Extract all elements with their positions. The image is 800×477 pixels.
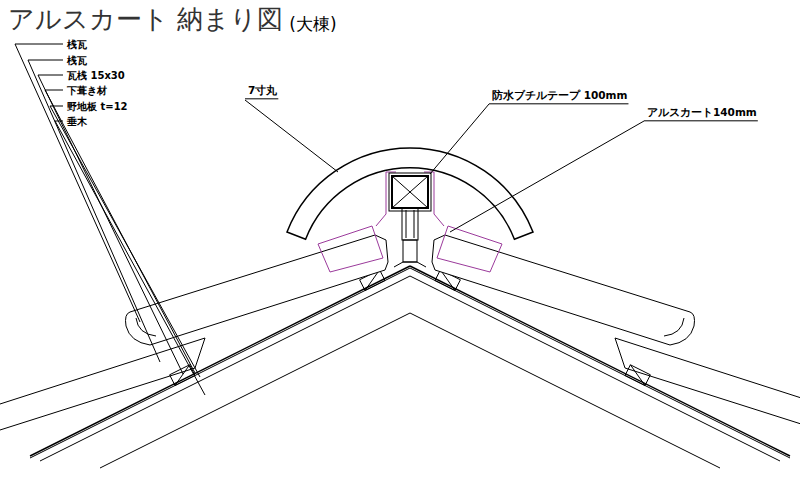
roof-slope (0, 172, 410, 468)
part-label: 野地板 t=12 (67, 100, 128, 113)
roof-tile (126, 235, 389, 345)
leader-line (55, 121, 205, 395)
roof-tile (0, 338, 205, 430)
label-underline (245, 98, 278, 99)
part-label: 防水ブチルテープ 100mm (492, 89, 627, 103)
leader-lines (15, 44, 644, 395)
ridge-base-bracket (394, 262, 426, 267)
label-underline (644, 120, 758, 121)
leader-line (15, 44, 140, 322)
leader-line (450, 121, 644, 232)
view-label: (大棟) (289, 13, 336, 35)
part-label: 桟瓦 (67, 54, 87, 67)
leader-line (245, 100, 338, 172)
part-label: 7寸丸 (248, 84, 277, 98)
part-label: アルスカート140mm (647, 106, 757, 120)
al-skirt (318, 172, 396, 272)
label-underline (489, 103, 628, 104)
part-label: 瓦桟 15x30 (67, 69, 125, 82)
ridge-core (287, 148, 533, 267)
butyl-tape (389, 173, 431, 211)
leader-line (28, 60, 160, 362)
leader-line (430, 104, 489, 174)
ridge-beam (392, 176, 428, 208)
roof-slope-mirrored (410, 172, 800, 468)
part-label: 桟瓦 (67, 38, 87, 51)
ridge-beam-cross (392, 176, 428, 208)
part-label: 下葺き材 (67, 84, 107, 97)
ridge-post-detail (406, 210, 414, 238)
ridge-post (402, 208, 418, 240)
leader-line (38, 75, 183, 374)
ridge-post (403, 240, 417, 262)
part-label: 垂木 (67, 115, 87, 128)
leader-line (50, 106, 200, 377)
drawing-title: アルスカート 納まり図 (8, 3, 283, 37)
